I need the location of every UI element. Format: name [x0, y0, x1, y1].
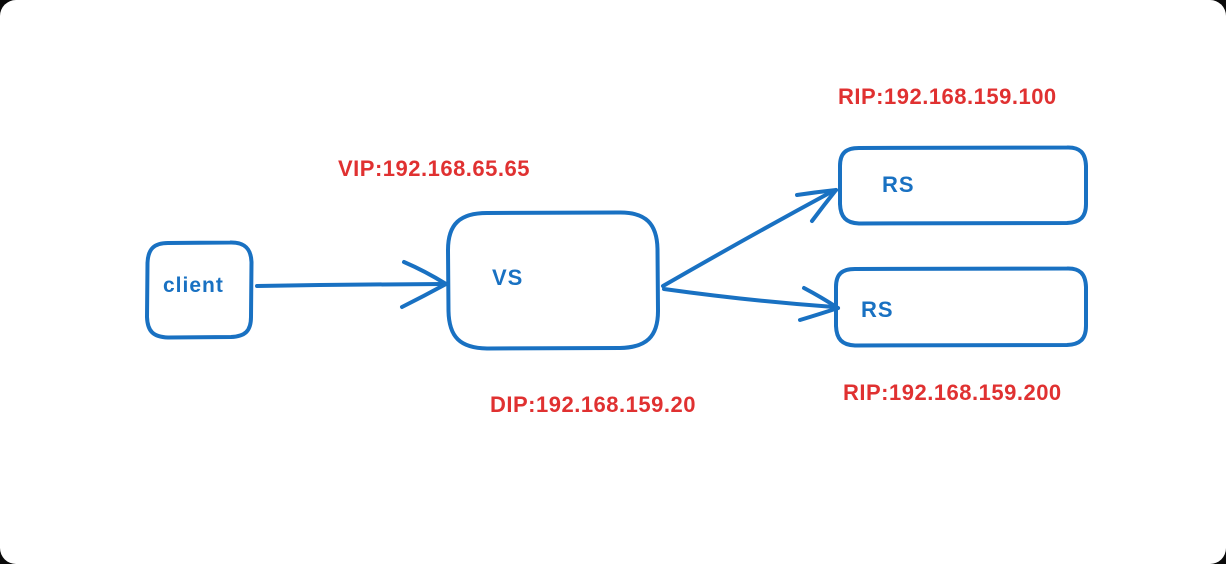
client-node-box	[145, 240, 254, 340]
arrow-client-to-vs	[255, 260, 448, 309]
rs1-node-box	[838, 145, 1088, 226]
rs1-node-label: RS	[882, 172, 915, 197]
rip-bottom-address-label: RIP:192.168.159.200	[843, 380, 1062, 405]
vip-address-label: VIP:192.168.65.65	[338, 156, 530, 181]
rip-top-address-label: RIP:192.168.159.100	[838, 84, 1057, 109]
rs2-node-label: RS	[861, 297, 894, 322]
arrow-vs-to-rs1	[661, 188, 838, 288]
arrow-vs-to-rs2	[662, 286, 840, 322]
dip-address-label: DIP:192.168.159.20	[490, 392, 696, 417]
rs2-node-box	[834, 266, 1088, 348]
vs-node-label: VS	[492, 265, 524, 290]
client-node-label: client	[163, 274, 224, 297]
vs-node-box	[446, 210, 660, 351]
